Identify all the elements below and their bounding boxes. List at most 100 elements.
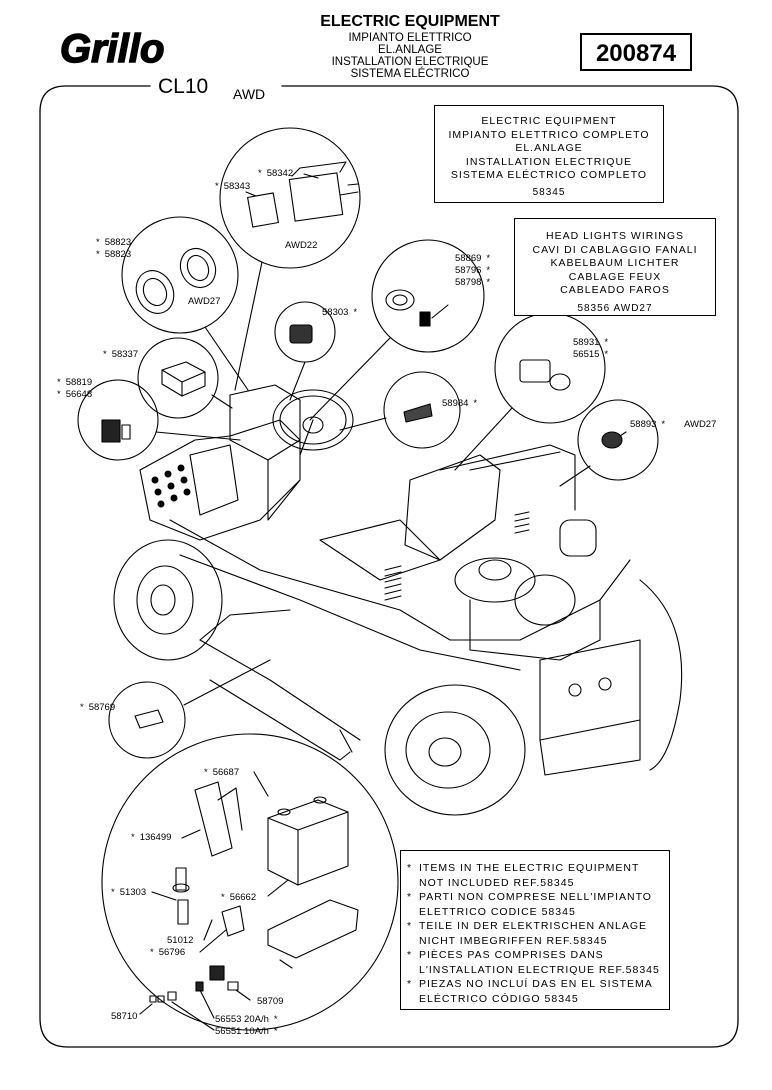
note-star: * — [407, 862, 413, 874]
note-star: * — [407, 891, 413, 903]
part-number: 51012 — [167, 935, 194, 946]
part-label-p56648: * 56648 — [57, 389, 92, 400]
part-star: * — [486, 277, 491, 288]
part-number: 56648 — [65, 389, 93, 400]
part-label-p58343: * 58343 — [215, 181, 250, 192]
part-number: AWD27 — [684, 419, 717, 430]
callout-circle-seatswitch — [108, 681, 186, 759]
callout-circle-fuse — [383, 371, 461, 449]
box-line: INSTALLATION ELECTRIQUE — [465, 155, 633, 168]
part-number: 58893 — [630, 419, 657, 430]
part-star: * — [215, 181, 219, 192]
box-line: IMPIANTO ELETTRICO COMPLETO — [448, 128, 650, 141]
part-star: * — [273, 1014, 278, 1025]
page-title: ELECTRIC EQUIPMENT — [320, 13, 500, 30]
part-star: * — [604, 349, 609, 360]
box-line: KABELBAUM LICHTER — [550, 257, 680, 269]
note-line: ELÉCTRICO CÓDIGO 58345 — [419, 992, 579, 1005]
part-star: * — [57, 377, 61, 388]
part-star: * — [204, 767, 208, 778]
part-label-p51303: *51303 — [111, 887, 146, 898]
part-number: 56687 — [212, 767, 240, 778]
callout-circle-headlights — [121, 216, 239, 334]
part-star: * — [103, 349, 107, 360]
box-line: SISTEMA ELÉCTRICO COMPLETO — [450, 169, 648, 181]
part-number: 56551 10A/h — [215, 1026, 269, 1037]
not-included-notes: * ITEMS IN THE ELECTRIC EQUIPMENT NOT INC… — [400, 850, 670, 1010]
model-name: CL10 — [158, 75, 209, 98]
box-line: ELECTRIC EQUIPMENT — [481, 115, 617, 127]
part-number: 58984 — [442, 398, 469, 409]
part-label-p58869: 58869 * — [455, 253, 490, 264]
note-star: * — [407, 920, 413, 932]
part-label-p58709: 58709 — [252, 996, 283, 1007]
part-number: 58303 — [322, 307, 349, 318]
part-star: * — [273, 1026, 278, 1037]
callout-circle-battery — [101, 733, 399, 1031]
part-label-pAWD27b: AWD27 — [679, 419, 716, 430]
part-number: 51303 — [119, 887, 147, 898]
part-star: * — [221, 892, 225, 903]
part-label-p136499: *136499 — [131, 832, 171, 843]
note-line: NOT INCLUDED REF.58345 — [419, 876, 575, 889]
headlights-wirings-box: HEAD LIGHTS WIRINGS CAVI DI CABLAGGIO FA… — [514, 218, 716, 316]
part-label-p56553: 56553 20A/h * — [215, 1014, 278, 1025]
part-label-p58342: *58342 — [258, 168, 293, 179]
part-label-p58798: 58798 * — [455, 277, 490, 288]
part-star: * — [604, 337, 609, 348]
part-label-p56515: 56515 * — [573, 349, 608, 360]
subtitle-fr: INSTALLATION ELECTRIQUE — [331, 56, 489, 68]
callout-circle-socket — [77, 379, 159, 461]
part-star: * — [150, 947, 154, 958]
part-label-p58984: 58984* — [442, 398, 477, 409]
part-label-p58823a: *58823 — [96, 237, 131, 248]
part-star: * — [353, 307, 358, 318]
part-label-p58931: 58931 * — [573, 337, 608, 348]
note-line: ITEMS IN THE ELECTRIC EQUIPMENT — [419, 862, 640, 874]
note-star: * — [407, 978, 413, 990]
note-item: * ITEMS IN THE ELECTRIC EQUIPMENT NOT INC… — [407, 861, 663, 890]
part-number: AWD27 — [188, 296, 221, 307]
part-star: * — [486, 265, 491, 276]
part-label-p58769: *58769 — [80, 702, 115, 713]
note-line: PIÈCES PAS COMPRISES DANS — [419, 949, 604, 961]
subtitle-es: SISTEMA ELÉCTRICO — [350, 68, 470, 80]
note-line: NICHT IMBEGRIFFEN REF.58345 — [419, 934, 608, 947]
frame-border — [39, 85, 739, 1048]
part-number: 58343 — [223, 181, 251, 192]
part-number: 58798 — [455, 277, 482, 288]
part-label-p58819: *58819 — [57, 377, 92, 388]
part-label-p58823b: *58823 — [96, 249, 131, 260]
part-star: * — [80, 702, 84, 713]
part-star: * — [57, 389, 61, 400]
box-line: CABLAGE FEUX — [568, 270, 662, 283]
part-number: 56515 — [573, 349, 600, 360]
part-number: 58931 — [573, 337, 600, 348]
part-label-pAWD27a: AWD27 — [183, 296, 220, 307]
part-star: * — [661, 419, 666, 430]
part-label-p51012: 51012 — [162, 935, 193, 946]
subtitle-de: EL.ANLAGE — [378, 44, 442, 56]
part-label-p58710: 58710 — [106, 1011, 137, 1022]
logo-text: Grillo — [60, 27, 164, 71]
part-number: 58869 — [455, 253, 482, 264]
part-star: * — [486, 253, 491, 264]
part-label-p56662: *56662 — [221, 892, 256, 903]
box-line: HEAD LIGHTS WIRINGS — [545, 230, 684, 242]
callout-circle-ecu — [219, 127, 361, 269]
part-number: 56796 — [158, 947, 186, 958]
callout-circle-switches — [371, 239, 485, 353]
part-number: 56553 20A/h — [215, 1014, 269, 1025]
part-number: 58796 — [455, 265, 482, 276]
part-number: 58823 — [104, 249, 132, 260]
box-line: CABLEADO FAROS — [560, 284, 670, 296]
part-number: AWD22 — [285, 240, 318, 251]
part-label-p58796a: 58796 * — [455, 265, 490, 276]
part-star: * — [131, 832, 135, 843]
note-line: PARTI NON COMPRESE NELL'IMPIANTO — [419, 891, 652, 903]
part-number: 58823 — [104, 237, 132, 248]
